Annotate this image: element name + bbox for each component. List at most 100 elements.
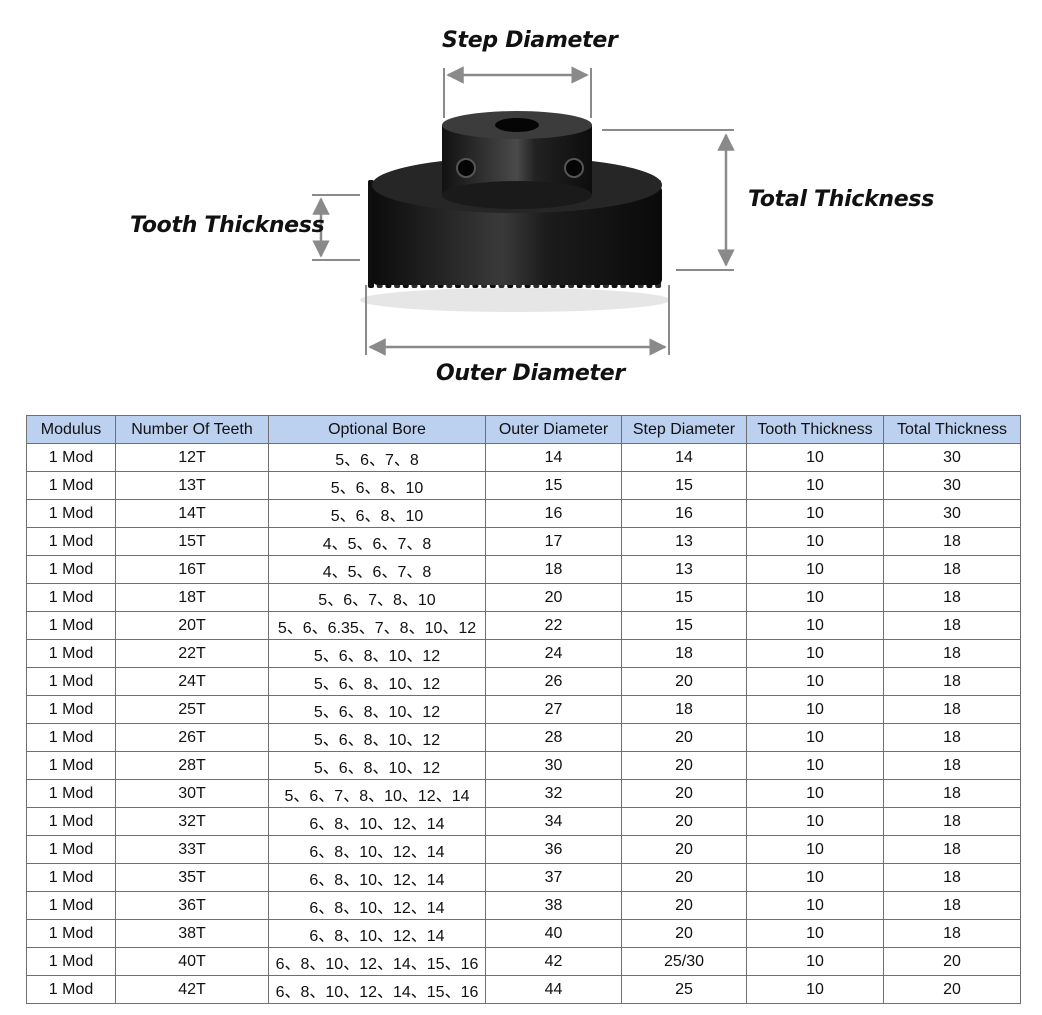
cell-modulus: 1 Mod [26, 835, 116, 864]
cell-bore: 6、8、10、12、14、15、16 [268, 975, 486, 1004]
cell-bore: 5、6、8、10 [268, 499, 486, 528]
cell-tooth-thickness: 10 [746, 751, 884, 780]
cell-teeth: 14T [115, 499, 269, 528]
cell-step-diameter: 20 [621, 835, 747, 864]
cell-total-thickness: 18 [883, 751, 1021, 780]
cell-total-thickness: 18 [883, 639, 1021, 668]
cell-outer-diameter: 40 [485, 919, 622, 948]
cell-total-thickness: 18 [883, 891, 1021, 920]
cell-modulus: 1 Mod [26, 919, 116, 948]
cell-outer-diameter: 27 [485, 695, 622, 724]
cell-bore: 5、6、8、10、12 [268, 723, 486, 752]
cell-step-diameter: 18 [621, 639, 747, 668]
cell-total-thickness: 18 [883, 863, 1021, 892]
cell-tooth-thickness: 10 [746, 807, 884, 836]
cell-outer-diameter: 38 [485, 891, 622, 920]
cell-outer-diameter: 44 [485, 975, 622, 1004]
cell-tooth-thickness: 10 [746, 471, 884, 500]
gear-hub-bottom [442, 181, 592, 209]
cell-bore: 6、8、10、12、14 [268, 863, 486, 892]
cell-bore: 6、8、10、12、14 [268, 835, 486, 864]
gear-body [372, 185, 662, 285]
cell-total-thickness: 18 [883, 555, 1021, 584]
gear-illustration [312, 66, 735, 356]
cell-modulus: 1 Mod [26, 443, 116, 472]
cell-total-thickness: 30 [883, 499, 1021, 528]
cell-step-diameter: 13 [621, 527, 747, 556]
cell-outer-diameter: 42 [485, 947, 622, 976]
cell-bore: 5、6、8、10、12 [268, 695, 486, 724]
cell-tooth-thickness: 10 [746, 667, 884, 696]
cell-outer-diameter: 37 [485, 863, 622, 892]
cell-total-thickness: 18 [883, 807, 1021, 836]
step-diameter-label: Step Diameter [442, 28, 618, 53]
cell-total-thickness: 20 [883, 975, 1021, 1004]
cell-step-diameter: 25 [621, 975, 747, 1004]
cell-step-diameter: 25/30 [621, 947, 747, 976]
cell-modulus: 1 Mod [26, 555, 116, 584]
cell-tooth-thickness: 10 [746, 611, 884, 640]
cell-teeth: 16T [115, 555, 269, 584]
cell-step-diameter: 15 [621, 583, 747, 612]
gear-bore-hole [495, 118, 539, 132]
cell-step-diameter: 15 [621, 611, 747, 640]
cell-modulus: 1 Mod [26, 611, 116, 640]
cell-teeth: 26T [115, 723, 269, 752]
cell-outer-diameter: 17 [485, 527, 622, 556]
cell-step-diameter: 20 [621, 667, 747, 696]
cell-step-diameter: 20 [621, 751, 747, 780]
cell-tooth-thickness: 10 [746, 863, 884, 892]
cell-step-diameter: 20 [621, 807, 747, 836]
cell-teeth: 40T [115, 947, 269, 976]
cell-total-thickness: 18 [883, 695, 1021, 724]
cell-total-thickness: 18 [883, 611, 1021, 640]
cell-modulus: 1 Mod [26, 667, 116, 696]
header-total-thickness: Total Thickness [883, 415, 1021, 444]
gear-spec-table: Modulus Number Of Teeth Optional Bore Ou… [26, 415, 1021, 1004]
cell-modulus: 1 Mod [26, 723, 116, 752]
cell-outer-diameter: 18 [485, 555, 622, 584]
cell-teeth: 33T [115, 835, 269, 864]
cell-tooth-thickness: 10 [746, 555, 884, 584]
cell-total-thickness: 18 [883, 583, 1021, 612]
cell-step-diameter: 20 [621, 723, 747, 752]
cell-step-diameter: 13 [621, 555, 747, 584]
cell-outer-diameter: 14 [485, 443, 622, 472]
cell-outer-diameter: 24 [485, 639, 622, 668]
cell-outer-diameter: 34 [485, 807, 622, 836]
cell-teeth: 28T [115, 751, 269, 780]
cell-tooth-thickness: 10 [746, 639, 884, 668]
table-header-row: Modulus Number Of Teeth Optional Bore Ou… [26, 415, 1021, 444]
cell-modulus: 1 Mod [26, 863, 116, 892]
cell-modulus: 1 Mod [26, 583, 116, 612]
gear-shadow [360, 288, 670, 312]
cell-tooth-thickness: 10 [746, 695, 884, 724]
cell-total-thickness: 18 [883, 527, 1021, 556]
cell-teeth: 22T [115, 639, 269, 668]
cell-modulus: 1 Mod [26, 947, 116, 976]
cell-bore: 5、6、8、10 [268, 471, 486, 500]
cell-bore: 5、6、7、8、10、12、14 [268, 779, 486, 808]
cell-bore: 5、6、7、8、10 [268, 583, 486, 612]
cell-total-thickness: 18 [883, 667, 1021, 696]
cell-step-diameter: 20 [621, 919, 747, 948]
cell-tooth-thickness: 10 [746, 723, 884, 752]
cell-outer-diameter: 26 [485, 667, 622, 696]
total-thickness-label: Total Thickness [748, 187, 935, 212]
cell-tooth-thickness: 10 [746, 947, 884, 976]
cell-bore: 4、5、6、7、8 [268, 555, 486, 584]
cell-total-thickness: 18 [883, 723, 1021, 752]
cell-step-diameter: 15 [621, 471, 747, 500]
cell-step-diameter: 16 [621, 499, 747, 528]
cell-total-thickness: 20 [883, 947, 1021, 976]
